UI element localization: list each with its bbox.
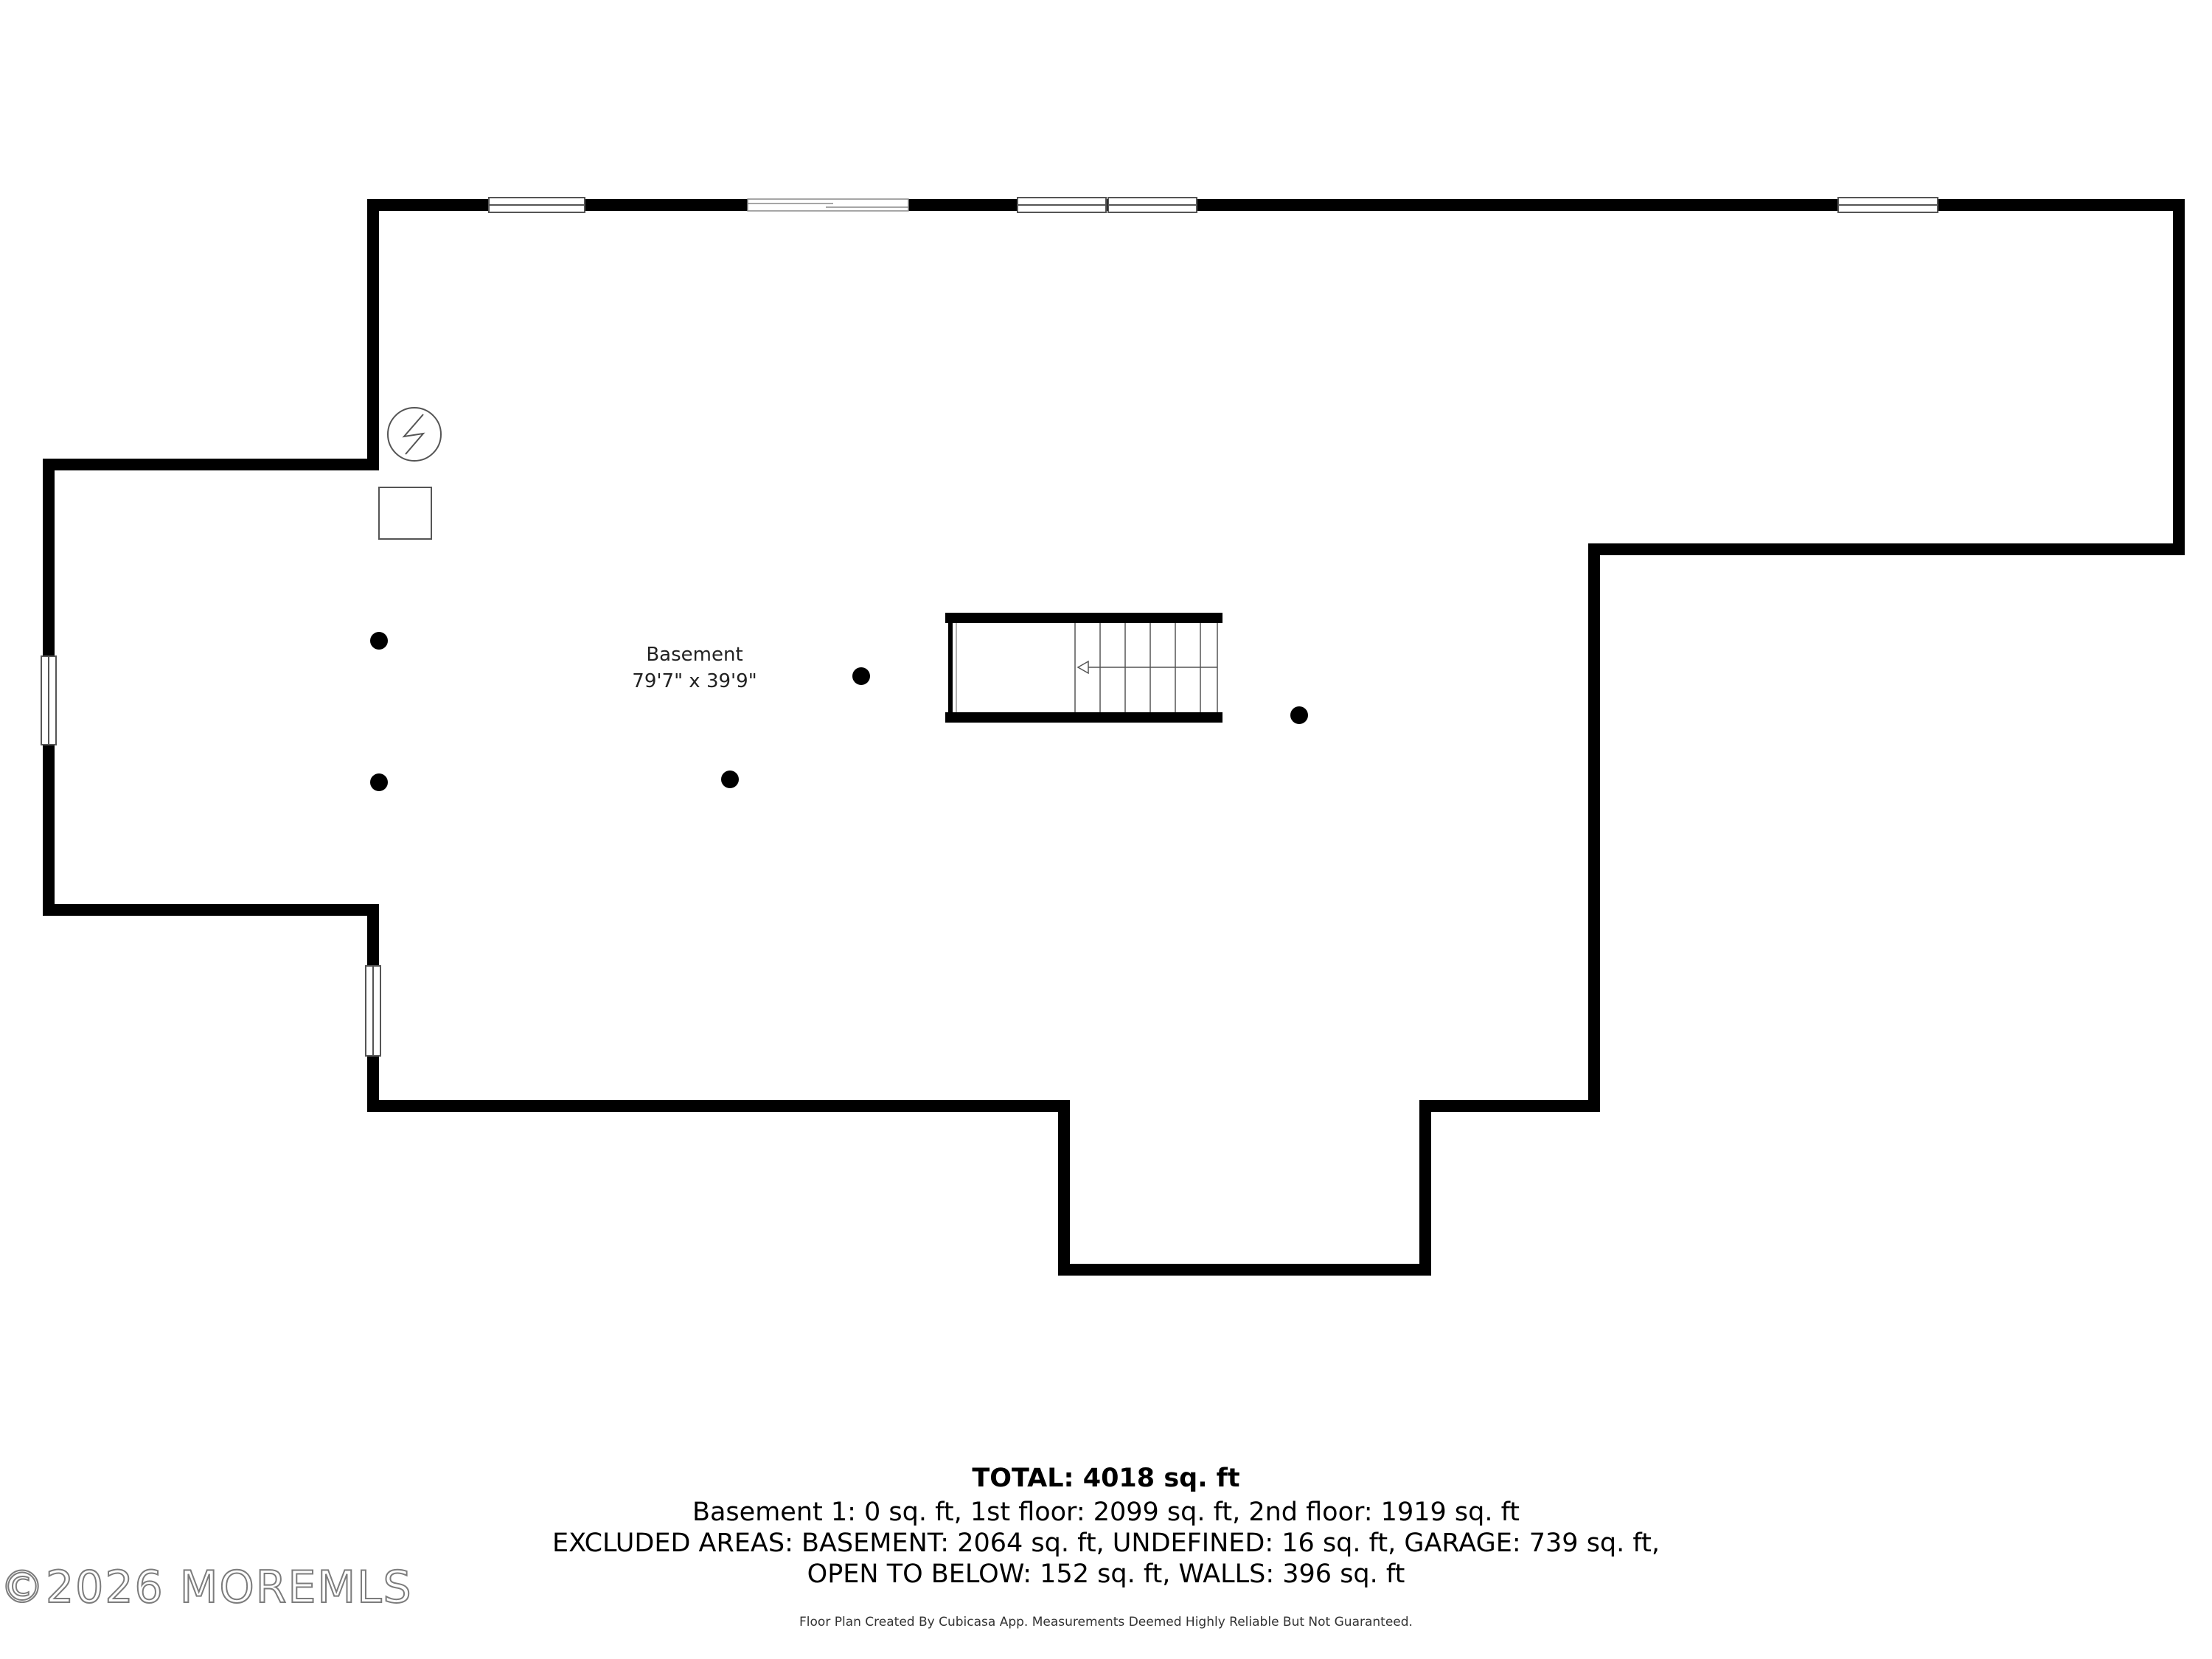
room-name: Basement <box>646 644 742 666</box>
window-icon <box>488 197 585 213</box>
other-areas: OPEN TO BELOW: 152 sq. ft, WALLS: 396 sq… <box>807 1559 1405 1589</box>
excluded-areas: EXCLUDED AREAS: BASEMENT: 2064 sq. ft, U… <box>552 1528 1660 1558</box>
support-column-icon <box>1290 706 1308 724</box>
room-dimensions: 79'7" x 39'9" <box>632 670 757 692</box>
stairs-icon <box>945 613 1222 723</box>
window-icon <box>1107 197 1197 213</box>
electrical-panel-icon <box>387 407 442 462</box>
exterior-wall <box>43 199 2185 1276</box>
floor-areas: Basement 1: 0 sq. ft, 1st floor: 2099 sq… <box>692 1498 1520 1527</box>
window-icon <box>747 198 909 212</box>
support-column-icon <box>370 632 388 650</box>
window-icon <box>1017 197 1107 213</box>
appliance-box-icon <box>378 487 432 540</box>
window-icon <box>365 965 381 1057</box>
support-column-icon <box>721 771 739 788</box>
window-icon <box>1837 197 1938 213</box>
disclaimer: Floor Plan Created By Cubicasa App. Meas… <box>799 1615 1413 1630</box>
support-column-icon <box>852 667 870 685</box>
watermark: ©2026 MOREMLS <box>0 1561 413 1614</box>
support-column-icon <box>370 773 388 791</box>
total-area: TOTAL: 4018 sq. ft <box>972 1464 1240 1493</box>
window-icon <box>41 655 57 745</box>
